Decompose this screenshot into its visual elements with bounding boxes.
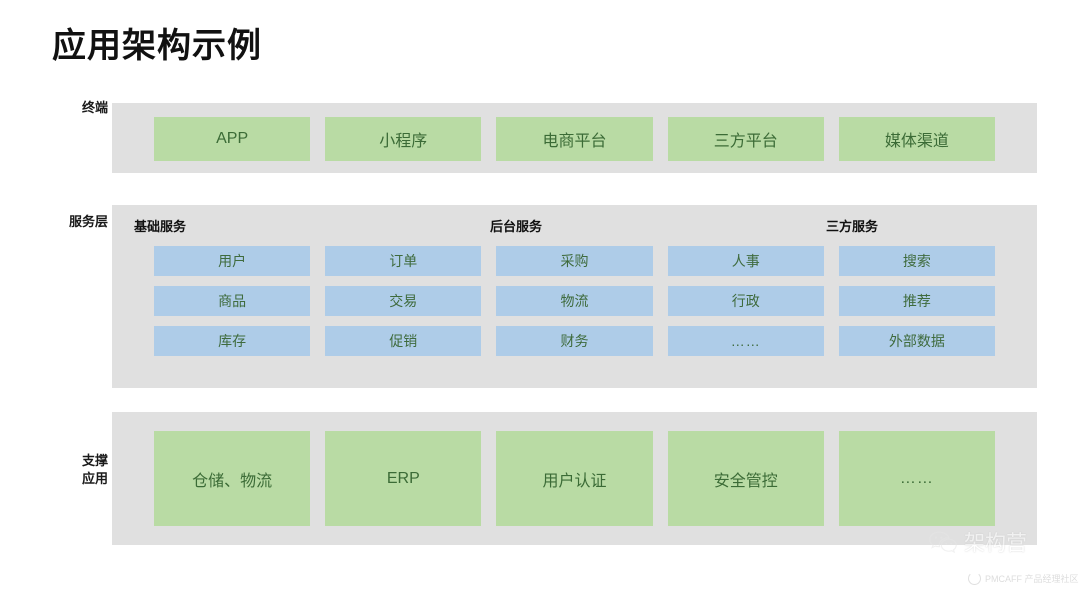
terminal-tile-media[interactable]: 媒体渠道 xyxy=(838,117,996,161)
service-tile-product[interactable]: 商品 xyxy=(154,286,311,316)
row-label-terminal: 终端 xyxy=(81,100,108,115)
service-tile-user[interactable]: 用户 xyxy=(154,246,311,276)
service-tile-transaction[interactable]: 交易 xyxy=(325,286,482,316)
service-tile-purchase[interactable]: 采购 xyxy=(496,246,653,276)
watermark-sub-text: PMCAFF 产品经理社区 xyxy=(985,574,1079,584)
service-tile-inventory[interactable]: 库存 xyxy=(154,326,311,356)
support-tile-security[interactable]: 安全管控 xyxy=(667,431,824,526)
service-tile-promotion[interactable]: 促销 xyxy=(325,326,482,356)
service-panel: 基础服务 后台服务 三方服务 用户 订单 采购 人事 搜索 商品 交易 物流 行… xyxy=(112,205,1037,388)
support-tile-erp[interactable]: ERP xyxy=(325,431,482,526)
terminal-tile-ecommerce[interactable]: 电商平台 xyxy=(496,117,653,161)
pmcaff-logo-icon xyxy=(968,572,981,585)
support-tile-user-auth[interactable]: 用户认证 xyxy=(496,431,653,526)
support-tile-more[interactable]: …… xyxy=(838,431,996,526)
service-tile-row-3: 库存 促销 财务 …… 外部数据 xyxy=(154,326,996,356)
service-tile-search[interactable]: 搜索 xyxy=(838,246,996,276)
service-group-thirdparty: 三方服务 xyxy=(826,219,879,234)
terminal-panel: APP 小程序 电商平台 三方平台 媒体渠道 xyxy=(112,103,1037,173)
support-panel: 仓储、物流 ERP 用户认证 安全管控 …… xyxy=(112,412,1037,545)
watermark: 架构营 xyxy=(928,527,1027,557)
terminal-tile-miniprogram[interactable]: 小程序 xyxy=(325,117,482,161)
service-tile-more[interactable]: …… xyxy=(667,326,824,356)
row-label-service: 服务层 xyxy=(68,214,108,229)
wechat-icon xyxy=(928,530,958,554)
terminal-tile-thirdparty[interactable]: 三方平台 xyxy=(667,117,824,161)
service-tile-recommend[interactable]: 推荐 xyxy=(838,286,996,316)
watermark-sub: PMCAFF 产品经理社区 xyxy=(968,572,1079,585)
service-tile-order[interactable]: 订单 xyxy=(325,246,482,276)
service-tile-admin[interactable]: 行政 xyxy=(667,286,824,316)
service-tile-hr[interactable]: 人事 xyxy=(667,246,824,276)
service-tile-logistics[interactable]: 物流 xyxy=(496,286,653,316)
watermark-name: 架构营 xyxy=(964,532,1027,555)
service-tile-finance[interactable]: 财务 xyxy=(496,326,653,356)
support-tile-warehouse-logistics[interactable]: 仓储、物流 xyxy=(154,431,311,526)
terminal-tile-app[interactable]: APP xyxy=(154,117,311,161)
service-tile-row-2: 商品 交易 物流 行政 推荐 xyxy=(154,286,996,316)
support-tile-row: 仓储、物流 ERP 用户认证 安全管控 …… xyxy=(154,431,996,526)
row-label-support: 支撑 应用 xyxy=(81,453,108,486)
service-tile-external-data[interactable]: 外部数据 xyxy=(838,326,996,356)
service-group-basic: 基础服务 xyxy=(134,219,187,234)
service-group-backend: 后台服务 xyxy=(490,219,543,234)
terminal-tile-row: APP 小程序 电商平台 三方平台 媒体渠道 xyxy=(154,117,996,161)
page-title: 应用架构示例 xyxy=(52,27,262,65)
service-tile-row-1: 用户 订单 采购 人事 搜索 xyxy=(154,246,996,276)
